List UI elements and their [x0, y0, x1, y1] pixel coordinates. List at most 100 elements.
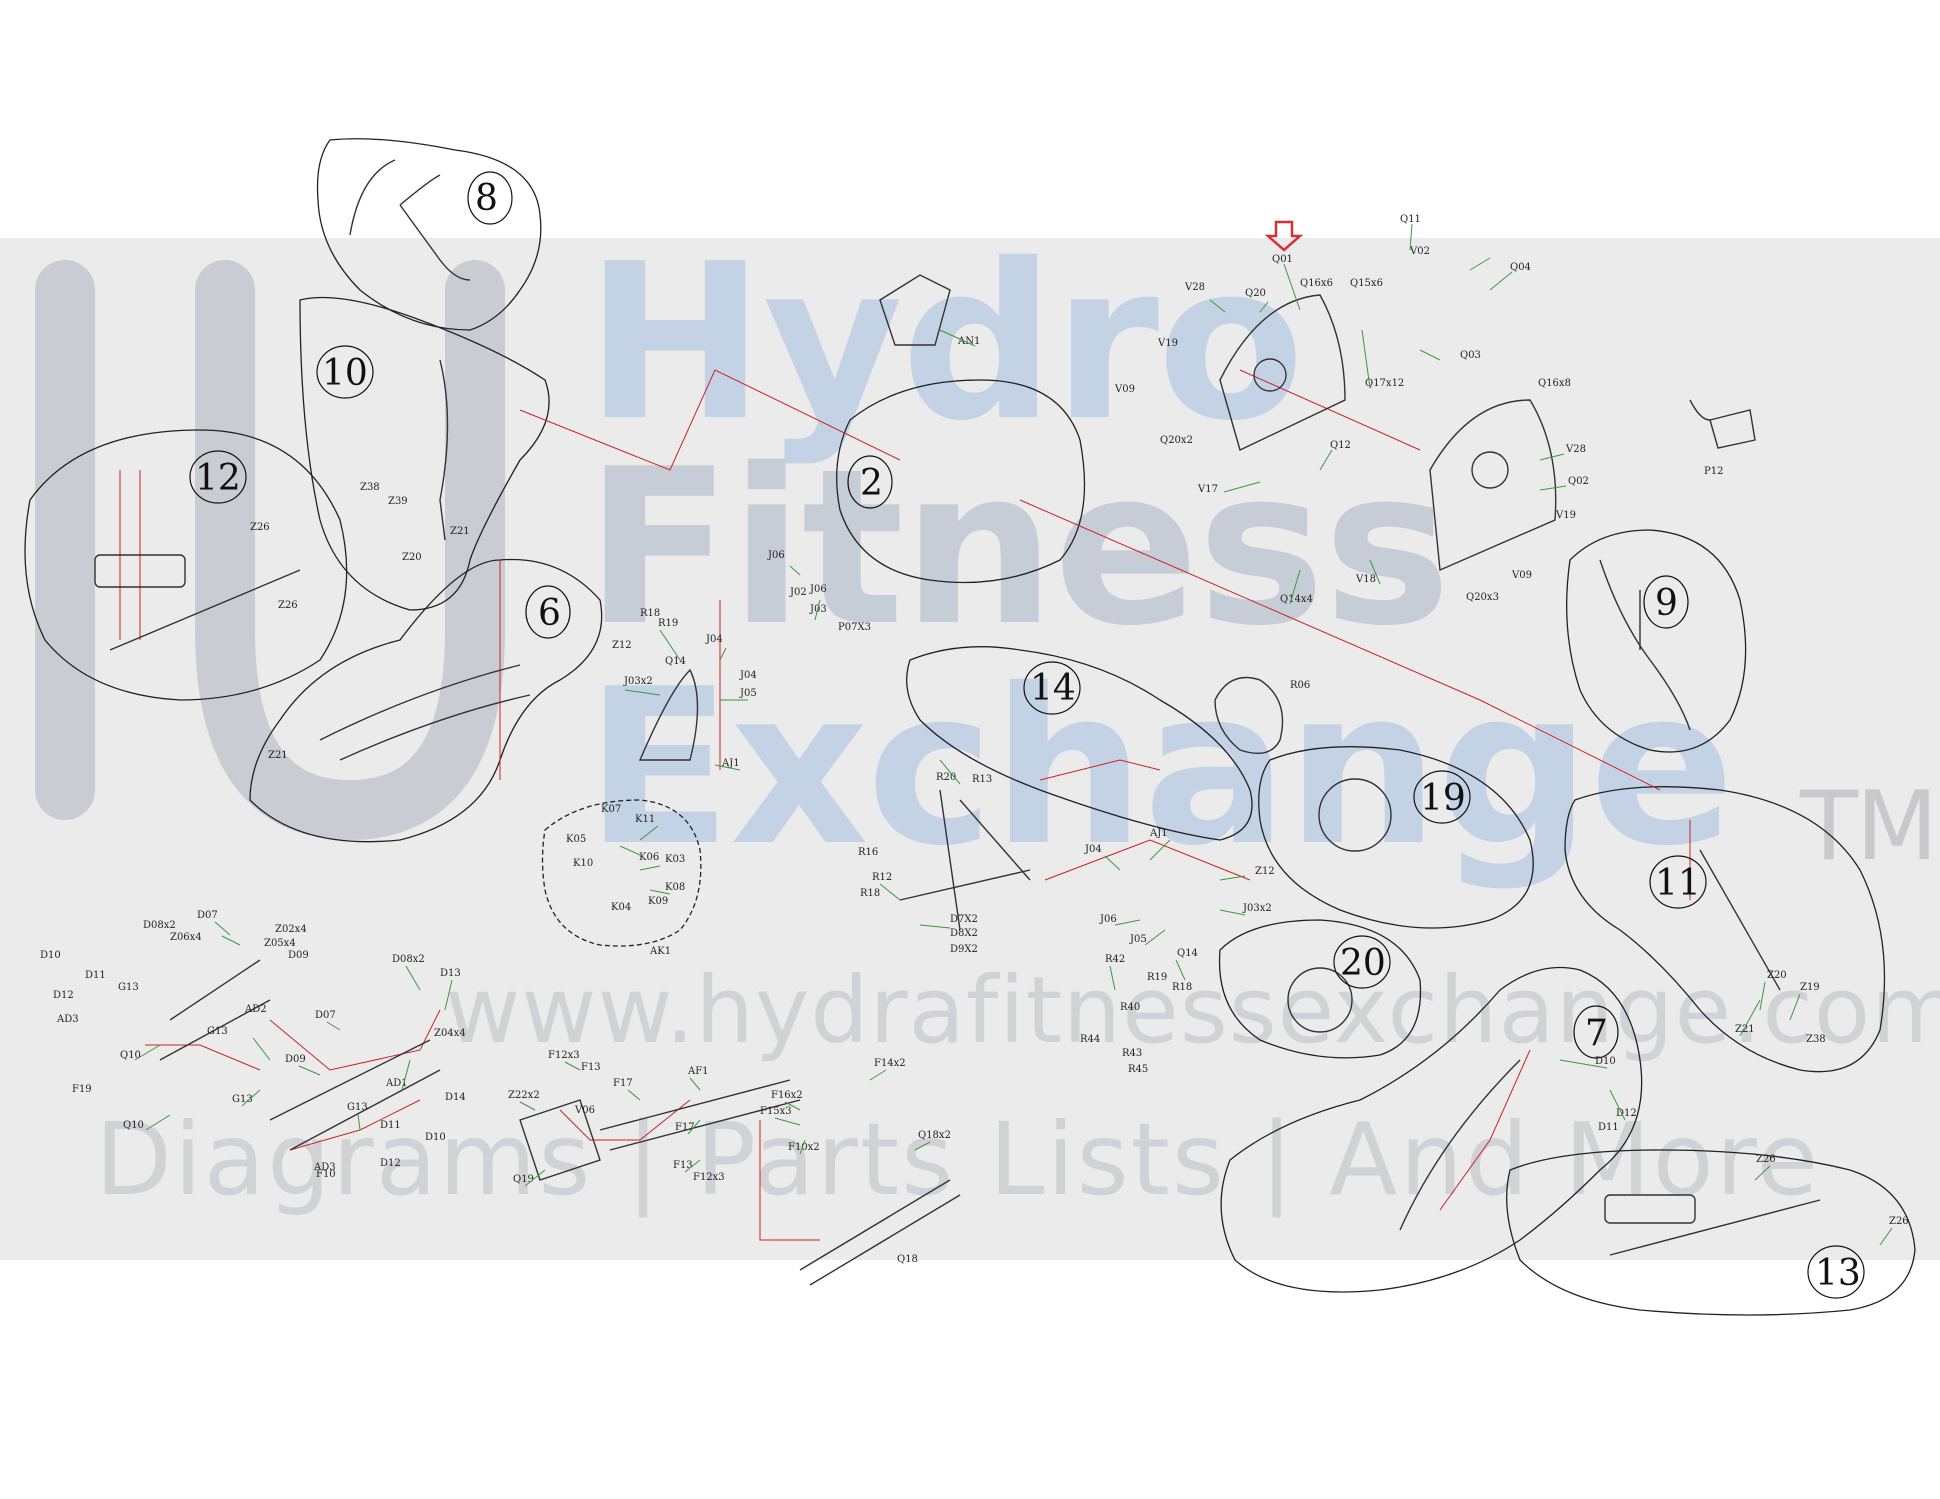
pedal-12: [94, 554, 186, 588]
part-label: K06: [639, 852, 659, 863]
callout-line: [1259, 301, 1269, 313]
part-label: Q10: [120, 1050, 141, 1061]
part-label: Z26: [250, 522, 270, 533]
group-number-20: 20: [1340, 943, 1386, 984]
group-number-8: 8: [475, 178, 498, 219]
callout-line: [1283, 263, 1301, 311]
part-label: Q02: [1568, 476, 1589, 487]
part-callout-lines: [134, 223, 1893, 1246]
callout-line: [1559, 1059, 1608, 1069]
part-label: K08: [665, 882, 685, 893]
part-label: Q01: [1272, 254, 1293, 265]
arm-11: [1699, 849, 1781, 991]
watermark-text-hydro: Hydro: [585, 217, 1305, 468]
part-label: P07X3: [838, 622, 871, 633]
callout-line: [714, 764, 741, 771]
part-label: D7X2: [950, 914, 978, 925]
callout-line: [134, 1044, 161, 1061]
pedal-arm-12: [109, 569, 301, 651]
part-label: F10: [316, 1169, 336, 1180]
callout-line: [1369, 559, 1381, 585]
group-outline-12: [24, 429, 348, 701]
part-label: R06: [1290, 680, 1310, 691]
group-number-14: 14: [1030, 668, 1076, 709]
callout-line: [519, 1101, 536, 1111]
callout-line: [1739, 999, 1761, 1037]
swing-arm-6b: [339, 694, 531, 761]
callout-line: [639, 825, 659, 841]
part-label: J06: [1099, 914, 1117, 925]
component-sketches: [94, 159, 1821, 1286]
part-label: Q14: [665, 656, 686, 667]
callout-line: [1759, 981, 1766, 1011]
part-label: Z20: [1767, 970, 1787, 981]
part-label: Q14: [1177, 948, 1198, 959]
callout-line: [774, 1117, 801, 1126]
part-label: F19: [72, 1084, 92, 1095]
part-label: Z06x4: [170, 932, 202, 943]
part-label: R19: [658, 618, 678, 629]
watermark-url: www.hydrafitnessexchange.com: [445, 957, 1940, 1064]
part-label: D08x2: [143, 920, 176, 931]
callout-line: [252, 1037, 271, 1061]
part-label: D08x2: [392, 954, 425, 965]
wheel-19: [1318, 778, 1392, 852]
shroud-right-hub: [1471, 451, 1509, 489]
part-label: R42: [1105, 954, 1125, 965]
part-label: D07: [197, 910, 218, 921]
frame-d07: [159, 959, 271, 1061]
part-label: K05: [566, 834, 586, 845]
part-label: J04: [739, 670, 757, 681]
part-label: AN1: [957, 336, 980, 347]
callout-line: [869, 1069, 887, 1081]
callout-line: [1219, 875, 1246, 881]
part-label: Z26: [278, 600, 298, 611]
part-label: AD3: [56, 1014, 79, 1025]
callout-line: [784, 1101, 801, 1111]
part-label: J03x2: [623, 676, 653, 687]
part-label: D09: [288, 950, 309, 961]
part-label: Z21: [450, 526, 470, 537]
callout-line: [624, 689, 661, 696]
part-label: Z26: [1889, 1216, 1909, 1227]
part-label: Q15x6: [1350, 278, 1383, 289]
arm-10: [439, 359, 449, 541]
part-label: Q11: [1400, 214, 1421, 225]
part-label: D13: [440, 968, 461, 979]
part-label: V18: [1355, 574, 1376, 585]
part-label: G13: [347, 1102, 368, 1113]
part-label: AF1: [687, 1066, 709, 1077]
part-label: G13: [207, 1026, 228, 1037]
group-outlines: [24, 138, 1916, 1316]
watermark-text-exchange: Exchange: [585, 642, 1735, 893]
part-label: AJ1: [721, 758, 740, 769]
part-label: R19: [1147, 972, 1167, 983]
group-outline-k: [541, 799, 702, 947]
part-label: F12x3: [693, 1172, 725, 1183]
callout-line: [687, 1119, 701, 1135]
part-label: V09: [1114, 384, 1135, 395]
part-label: Z02x4: [275, 924, 307, 935]
part-label: K07: [601, 804, 621, 815]
callout-line: [1539, 485, 1567, 491]
part-label: F17: [675, 1122, 695, 1133]
part-label: D14: [445, 1092, 466, 1103]
part-label: Z39: [388, 496, 408, 507]
part-label: K03: [665, 854, 685, 865]
part-label: P12: [1704, 466, 1723, 477]
callout-line: [1489, 271, 1513, 291]
callout-line: [939, 759, 961, 785]
part-label: J06: [809, 584, 827, 595]
shroud-left-hub: [1253, 358, 1287, 392]
part-label: Z04x4: [434, 1028, 466, 1039]
part-label: J06: [767, 550, 785, 561]
group-number-12: 12: [195, 458, 241, 499]
callout-line: [639, 865, 661, 871]
callout-line: [1175, 959, 1186, 981]
part-label: V17: [1197, 484, 1218, 495]
part-label: D10: [40, 950, 61, 961]
callout-line: [1223, 481, 1261, 493]
part-label: Q19: [513, 1174, 534, 1185]
callout-line: [719, 647, 727, 661]
group-number-13: 13: [1815, 1253, 1861, 1294]
